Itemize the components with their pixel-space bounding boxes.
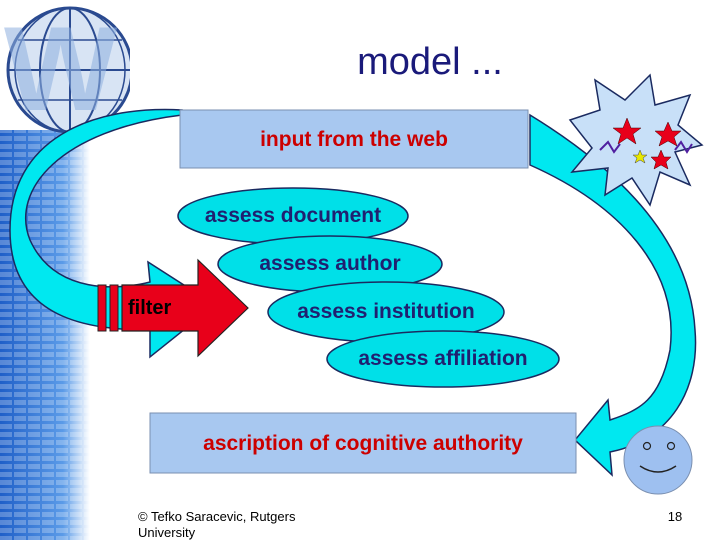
web-globe-icon: W (4, 2, 130, 136)
filter-arrow (97, 258, 249, 358)
oval-assess-affiliation (326, 330, 560, 388)
starburst-icon (568, 73, 704, 207)
slide-title: model ... (357, 41, 503, 83)
sidebar-decoration: W (0, 0, 130, 540)
smiley-face-icon (623, 425, 693, 495)
oval-label-document: assess document (204, 204, 382, 227)
oval-label-author: assess author (259, 252, 401, 275)
output-box (149, 412, 577, 474)
output-box-label: ascription of cognitive authority (203, 432, 523, 455)
svg-text:W: W (4, 2, 118, 136)
filter-label: filter (128, 297, 172, 319)
oval-label-affiliation: assess affiliation (358, 347, 528, 370)
input-box-label: input from the web (260, 128, 448, 151)
input-box (179, 109, 529, 169)
page-number: 18 (667, 509, 683, 524)
footer-credit: © Tefko Saracevic, Rutgers University (138, 509, 296, 540)
oval-label-institution: assess institution (297, 300, 475, 323)
